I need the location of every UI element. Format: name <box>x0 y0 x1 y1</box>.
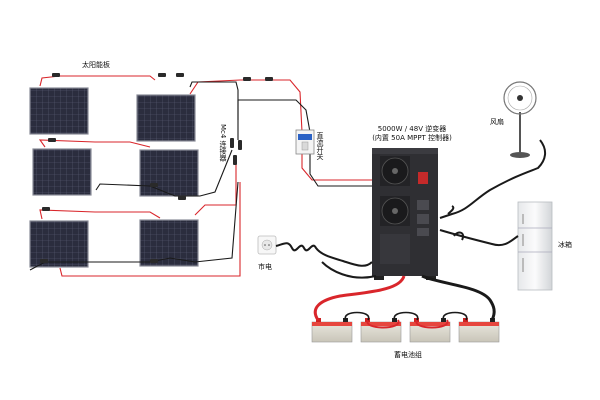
solar-panel <box>32 148 92 196</box>
solar-panel <box>29 87 89 135</box>
refrigerator <box>517 201 553 291</box>
mc4-connector-set <box>40 73 273 263</box>
mc4-connector-label: Mc4 连接器 <box>219 124 227 162</box>
solar-panel <box>29 220 89 268</box>
battery <box>311 318 353 343</box>
battery <box>458 318 500 343</box>
grid-outlet <box>257 235 277 255</box>
solar-panel-array <box>29 87 199 268</box>
solar-panel <box>136 94 196 142</box>
battery-bank <box>311 318 500 343</box>
panel-wiring <box>29 75 372 277</box>
inverter-title-line1: 5000W / 48V 逆变器 <box>377 125 447 133</box>
battery-bank-label: 蓄电池组 <box>394 351 422 359</box>
solar-panel <box>139 149 199 197</box>
inverter <box>372 148 438 280</box>
electric-fan <box>503 81 537 158</box>
dc-switch-label: 直流开关 <box>316 132 324 160</box>
solar-panels-label: 太阳能板 <box>82 61 110 69</box>
grid-label: 市电 <box>258 263 272 271</box>
inverter-title-line2: (内置 50A MPPT 控制器) <box>372 134 452 142</box>
refrigerator-label: 冰箱 <box>558 241 572 249</box>
fan-label: 风扇 <box>490 118 504 126</box>
dc-switch <box>295 129 315 155</box>
main-cables <box>275 139 546 329</box>
solar-panel <box>139 219 199 267</box>
inverter-title: 5000W / 48V 逆变器 (内置 50A MPPT 控制器) <box>360 125 464 143</box>
